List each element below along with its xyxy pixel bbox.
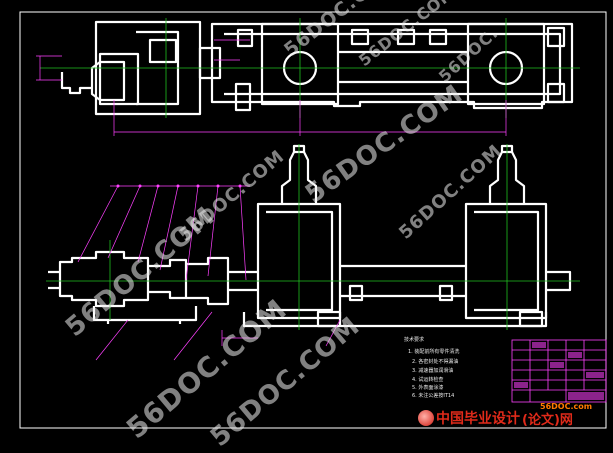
front-bottom-frame bbox=[242, 312, 548, 328]
top-bracket-7 bbox=[236, 28, 254, 48]
front-shaft-far-left bbox=[48, 270, 60, 290]
top-bracket-4 bbox=[546, 26, 566, 48]
brand-name: 中国毕业设计 bbox=[436, 411, 520, 427]
top-bracket-2 bbox=[396, 28, 416, 46]
technical-note: 1. 装配前所有零件清洗 bbox=[408, 349, 460, 355]
front-bolt-2 bbox=[438, 284, 454, 302]
drawing-border bbox=[19, 11, 607, 429]
front-centerlines bbox=[46, 144, 580, 330]
top-shaft-middle bbox=[338, 50, 468, 84]
top-motor-body bbox=[98, 52, 140, 106]
top-flange-a bbox=[148, 38, 178, 64]
technical-note: 4. 试运转检查 bbox=[412, 377, 444, 383]
front-base-feet bbox=[106, 320, 182, 324]
top-motor-outline bbox=[60, 60, 126, 102]
front-foot-left bbox=[316, 310, 342, 328]
front-leaders bbox=[77, 185, 341, 361]
brand-banner: 中国毕业设计 (论文)网 bbox=[418, 408, 573, 428]
brand-suffix: (论文)网 bbox=[522, 412, 573, 428]
cad-drawing-canvas bbox=[19, 11, 607, 429]
technical-notes: 技术要求 1. 装配前所有零件清洗 2. 各密封处不得漏油 3. 减速器加润滑油… bbox=[398, 336, 508, 412]
technical-note: 6. 未注公差按IT14 bbox=[412, 393, 455, 399]
front-motor bbox=[58, 250, 150, 308]
front-housing-right bbox=[464, 202, 548, 320]
technical-notes-title: 技术要求 bbox=[404, 337, 425, 343]
brand-logo-icon bbox=[418, 410, 434, 426]
brand-url: 56DOC.com bbox=[540, 402, 593, 411]
front-main-shaft bbox=[228, 270, 258, 292]
front-foot-right bbox=[518, 310, 544, 328]
technical-note: 5. 外表面涂漆 bbox=[412, 385, 444, 391]
top-dimensions bbox=[36, 39, 507, 136]
top-bracket-3 bbox=[428, 28, 448, 46]
technical-note: 2. 各密封处不得漏油 bbox=[412, 359, 459, 365]
top-flange-b bbox=[198, 46, 222, 80]
top-frame-inner bbox=[224, 32, 562, 96]
top-bracket-6 bbox=[234, 82, 252, 104]
technical-note: 3. 减速器加润滑油 bbox=[412, 368, 454, 374]
front-bolt-1 bbox=[348, 284, 364, 302]
front-balloons bbox=[116, 184, 242, 188]
title-block bbox=[511, 339, 607, 403]
top-bracket-1 bbox=[350, 28, 370, 46]
front-housing-right-inner bbox=[474, 210, 540, 312]
front-base-plate bbox=[92, 306, 198, 322]
title-block-fill bbox=[514, 342, 604, 400]
top-bracket-5 bbox=[546, 82, 566, 104]
